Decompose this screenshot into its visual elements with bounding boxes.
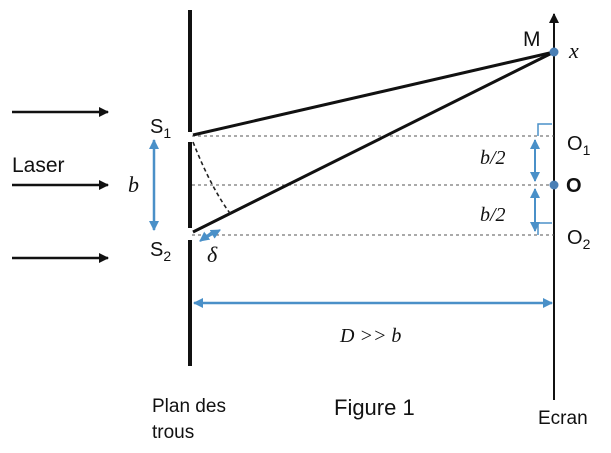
o2-label: O2: [567, 227, 591, 252]
point-o: [549, 180, 559, 190]
point-m: [549, 47, 559, 57]
half-b-bottom-label: b/2: [480, 204, 506, 226]
m-label: M: [523, 28, 541, 51]
right-angle-o1: [537, 123, 552, 136]
path-difference-arc: [192, 141, 233, 217]
delta-label: δ: [207, 242, 218, 267]
ray-s2-to-m: [192, 50, 555, 234]
b-label: b: [128, 172, 139, 197]
plan-label-line1: Plan des: [152, 396, 226, 417]
laser-label: Laser: [12, 154, 65, 177]
distance-label: D >> b: [339, 325, 401, 347]
screen-label: Ecran: [538, 408, 588, 429]
figure-caption: Figure 1: [334, 395, 415, 420]
x-axis-label: x: [568, 38, 579, 63]
half-b-top-label: b/2: [480, 147, 506, 169]
s2-label: S2: [150, 239, 171, 264]
plan-label-line2: trous: [152, 422, 195, 443]
o1-label: O1: [567, 133, 591, 158]
ray-s1-to-m: [192, 50, 555, 137]
o-label: O: [566, 175, 582, 197]
s1-label: S1: [150, 116, 171, 141]
delta-arrow-tail: [199, 229, 221, 242]
